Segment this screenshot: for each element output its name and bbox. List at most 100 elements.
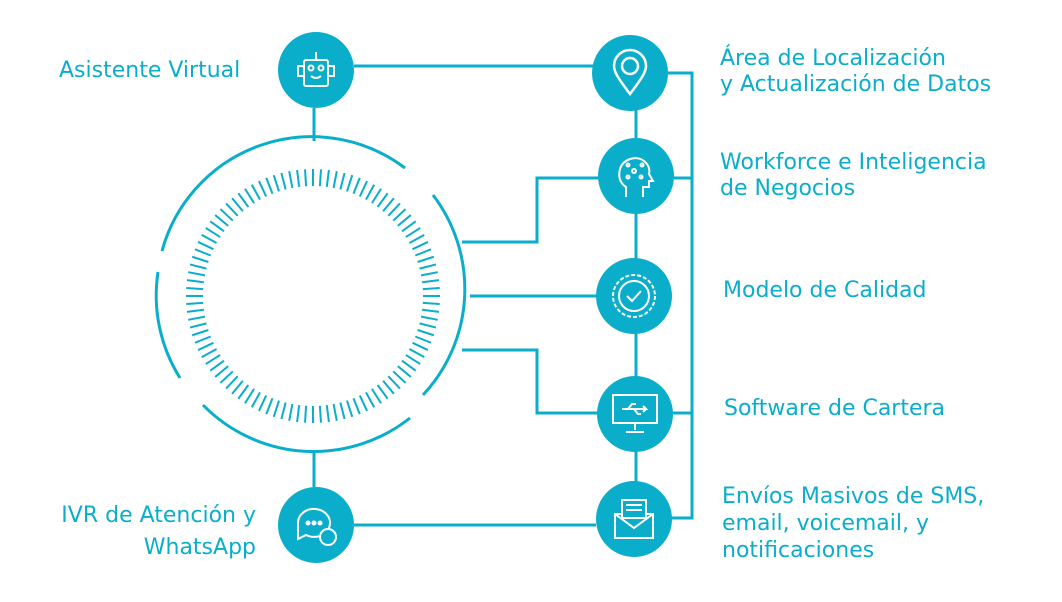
tick-mark [219, 370, 234, 384]
tick-mark [201, 348, 218, 359]
tick-mark [214, 365, 229, 378]
tick-mark [194, 335, 212, 344]
tick-mark [339, 402, 346, 420]
tick-mark [371, 388, 382, 404]
tick-mark [250, 184, 261, 201]
tick-mark [231, 380, 244, 395]
tick-mark [325, 169, 330, 187]
tick-mark [205, 227, 221, 238]
tick-mark [250, 391, 261, 408]
tick-mark [272, 174, 280, 192]
tick-mark [405, 354, 421, 365]
tick-mark [209, 220, 225, 233]
outer-ring-arc [201, 403, 411, 454]
tick-mark [237, 192, 250, 208]
tick-mark [188, 271, 206, 277]
robot-icon [297, 52, 335, 87]
tick-mark [422, 279, 440, 284]
calidad-node [596, 258, 672, 334]
location-pin-icon [612, 48, 648, 97]
tick-mark [296, 405, 301, 423]
tick-mark [225, 202, 239, 217]
tick-mark [422, 301, 440, 305]
tick-mark [392, 370, 407, 384]
tick-mark [318, 405, 322, 423]
envios-node [596, 481, 672, 557]
tick-mark [382, 380, 395, 395]
tick-mark [419, 322, 437, 329]
tick-mark [318, 169, 322, 187]
tick-mark [422, 308, 440, 313]
label-line: Área de Localización [720, 46, 946, 71]
tick-mark [376, 384, 389, 400]
tick-mark [201, 233, 218, 244]
tick-mark [280, 402, 287, 420]
outer-ring-arc [421, 194, 467, 397]
monitor-usb-icon [612, 394, 658, 433]
tick-mark [219, 208, 234, 222]
tick-mark [244, 188, 255, 204]
tick-mark [191, 255, 209, 263]
tick-mark [214, 214, 229, 227]
tick-mark [352, 177, 361, 195]
tick-mark [405, 227, 421, 238]
tick-mark [412, 341, 429, 351]
label-envios: Envíos Masivos de SMS, email, voicemail,… [722, 483, 984, 564]
label-workforce: Workforce e Inteligencia de Negocios [720, 150, 987, 202]
tick-mark [205, 354, 221, 365]
quality-badge-icon [612, 274, 656, 318]
tick-mark [189, 263, 207, 270]
tick-mark [401, 359, 417, 372]
label-line: de Negocios [720, 176, 856, 201]
tick-mark [382, 197, 395, 212]
tick-mark [197, 341, 214, 351]
outer-ring-arc [154, 271, 182, 379]
tick-mark [189, 322, 207, 329]
tick-mark [392, 208, 407, 222]
tick-mark [265, 177, 274, 195]
ivr-whatsapp-node [278, 487, 354, 563]
label-line: Envíos Masivos de SMS, [722, 484, 985, 509]
tick-mark [296, 169, 301, 187]
tick-ring [186, 169, 440, 423]
tick-mark [186, 279, 204, 284]
label-line: email, voicemail, y [722, 511, 930, 536]
label-localizacion: Área de Localización y Actualización de … [720, 46, 991, 98]
tick-mark [339, 172, 346, 190]
asistente-virtual-node [278, 32, 354, 108]
tick-mark [414, 335, 432, 344]
tick-mark [272, 400, 280, 418]
tick-mark [197, 241, 214, 251]
tick-mark [358, 180, 368, 197]
label-line: notificaciones [722, 538, 875, 563]
tick-mark [365, 184, 376, 201]
tick-mark [332, 171, 338, 189]
tick-mark [387, 375, 401, 390]
tick-mark [346, 174, 354, 192]
tick-mark [280, 172, 287, 190]
chat-bubbles-icon [296, 507, 337, 546]
workforce-node [598, 138, 674, 214]
tick-mark [352, 397, 361, 415]
tick-mark [258, 180, 268, 197]
tick-mark [304, 405, 308, 423]
tick-mark [401, 220, 417, 233]
tick-mark [387, 202, 401, 217]
label-line: IVR de Atención y [61, 503, 256, 528]
tick-mark [417, 329, 435, 337]
tick-mark [191, 329, 209, 337]
label-cartera: Software de Cartera [724, 396, 946, 421]
tick-mark [186, 308, 204, 313]
label-asistente-virtual: Asistente Virtual [59, 58, 241, 83]
tick-mark [346, 400, 354, 418]
tick-mark [237, 384, 250, 400]
brain-head-icon [618, 157, 655, 197]
tick-mark [420, 271, 438, 277]
tick-mark [358, 395, 368, 412]
label-line: Workforce e Inteligencia [720, 150, 987, 175]
label-line: WhatsApp [143, 535, 256, 560]
tick-mark [365, 391, 376, 408]
tick-mark [186, 301, 204, 305]
tick-mark [209, 359, 225, 372]
